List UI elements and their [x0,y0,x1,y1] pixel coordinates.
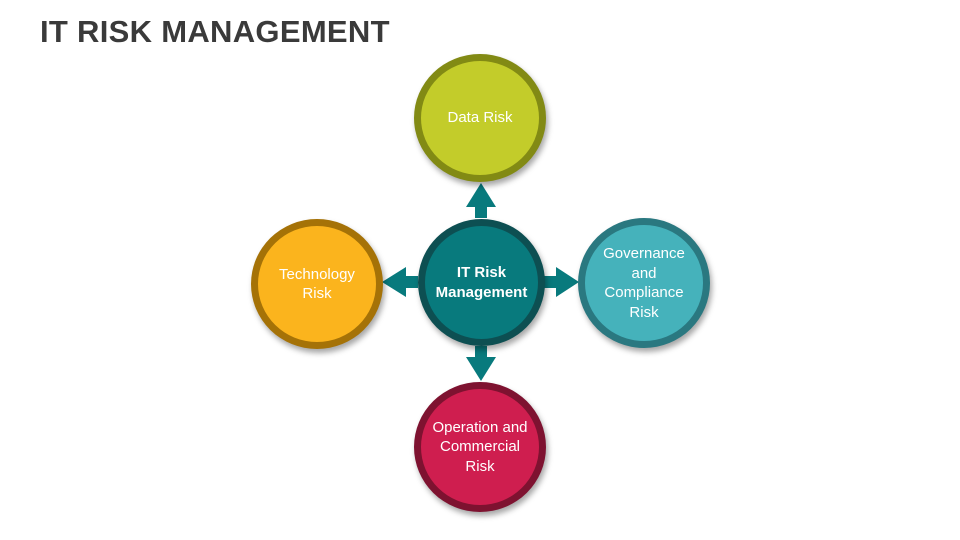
arrow-to-technology-risk [382,267,418,297]
node-data-risk: Data Risk [414,54,546,182]
center-node-label: IT Risk Management [435,264,528,301]
connector-arrows [382,183,579,381]
node-operation-risk-label: Operation and Commercial Risk [432,418,528,475]
node-operation-risk: Operation and Commercial Risk [414,382,546,512]
center-node: IT Risk Management [418,219,545,346]
arrow-to-governance-risk [544,267,579,297]
arrow-to-data-risk [466,183,496,218]
node-governance-risk: Governance and Compliance Risk [578,218,710,348]
node-governance-risk-label: Governance and Compliance Risk [603,245,685,321]
slide-title: IT RISK MANAGEMENT [40,14,390,49]
arrow-to-operation-risk [466,346,496,381]
node-technology-risk: Technology Risk [251,219,383,349]
node-technology-risk-label: Technology Risk [279,265,355,303]
node-data-risk-label: Data Risk [447,109,513,127]
